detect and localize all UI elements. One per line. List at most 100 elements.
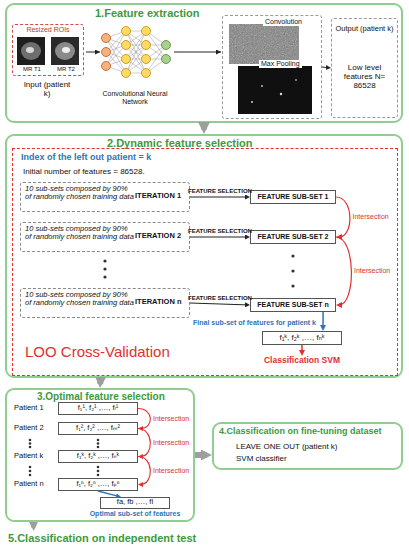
image-caption: MR T1 [17, 66, 47, 73]
mri-tissue [55, 42, 75, 60]
patient-name: Patient 1 [14, 404, 44, 413]
network-links [106, 31, 166, 73]
intersection-arrow [336, 237, 351, 305]
subset-name: FEATURE SUB-SET n [251, 301, 335, 309]
stage-arrow [31, 522, 36, 527]
neuron [102, 62, 111, 71]
ellipsis-dot [291, 284, 294, 287]
stage-arrow [97, 378, 103, 384]
ellipsis-dot [29, 442, 32, 445]
feature-count: Low level features N= 86528 [334, 63, 395, 91]
index-note: Index of the left out patient = k [21, 152, 151, 162]
neuron [122, 41, 131, 50]
ellipsis-dot [103, 275, 106, 278]
flow-arrow [190, 303, 248, 305]
loo-box: Index of the left out patient = k Initial… [12, 148, 398, 376]
iteration-name: ITERATION n [135, 298, 182, 307]
layer-name: Convolution [263, 18, 304, 26]
subset-box: FEATURE SUB-SET n [250, 298, 336, 312]
classifier-node: Classification SVM [262, 356, 342, 369]
stage-box: 3.Optimal feature selectionPatient 1f₁¹,… [5, 388, 195, 522]
stage-title: 1.Feature extraction [95, 7, 200, 20]
edge-label: Intersection [153, 415, 189, 423]
subset-note: 10 sub-sets composed by 90% of randomly … [25, 185, 135, 202]
ellipsis-dot [103, 267, 106, 270]
subset-note: 10 sub-sets composed by 90% of randomly … [25, 225, 135, 242]
loo-title: LOO Cross-Validation [25, 343, 170, 360]
intersection-arrow [336, 197, 350, 237]
patient-box: Patient 1f₁¹, f₂¹ ,…, fₗ¹ [58, 402, 138, 415]
neuron [122, 27, 131, 36]
mri-image [17, 37, 45, 65]
neuron [162, 41, 171, 50]
intersection-arrow [138, 429, 150, 457]
ellipsis-dot [97, 439, 100, 442]
ellipsis-dot [29, 466, 32, 469]
stage-node: 5.Classification on independent test [8, 531, 270, 547]
formula-box: Optimal sub-set of featuresfa, fb ,…, fl [100, 497, 170, 509]
iteration-name: ITERATION 1 [135, 192, 181, 201]
subset-box: FEATURE SUB-SET 2 [250, 230, 336, 244]
stage-title: 5.Classification on independent test [8, 532, 196, 545]
patient-name: Patient 2 [14, 424, 44, 433]
iteration-box: 10 sub-sets composed by 90% of randomly … [20, 182, 190, 212]
mri-lesion [26, 47, 34, 53]
ellipsis-dot [97, 442, 100, 445]
iteration-name: ITERATION 2 [135, 232, 181, 241]
flow-arrow [322, 67, 329, 69]
flow-arrow [174, 52, 221, 53]
edge-label: FEATURE SELECTION [188, 228, 252, 235]
intersection-arrow [138, 457, 150, 485]
flow-arrow [322, 312, 324, 328]
patient-box: Patient nf₁ⁿ, f₂ⁿ ,…, fₚⁿ [58, 478, 138, 491]
convolution-map [229, 24, 299, 64]
mri-tissue [21, 42, 41, 60]
method-name: LEAVE ONE OUT (patient k) [236, 442, 338, 451]
edge-label: Intersection [153, 467, 189, 475]
neuron [142, 27, 151, 36]
formula: f₁ⁿ, f₂ⁿ ,…, fₚⁿ [59, 480, 137, 489]
intersection-arrow [138, 409, 150, 429]
convolution-noise [229, 24, 299, 64]
edge-label: FEATURE SELECTION [188, 295, 252, 302]
ellipsis-dot [29, 439, 32, 442]
formula: f₁ᵏ, f₂ᵏ ,…, fₙᵏ [263, 333, 341, 342]
ellipsis-dot [97, 446, 100, 449]
ellipsis-dot [97, 466, 100, 469]
ellipsis-dot [97, 474, 100, 477]
stage-arrow [201, 123, 207, 130]
mri-image [51, 37, 79, 65]
stage-title: 3.Optimal feature selection [37, 391, 165, 403]
formula: fa, fb ,…, fl [101, 498, 169, 507]
layer-name: Max Pooling [259, 60, 302, 68]
formula-heading: Final sub-set of features for patient k [146, 319, 316, 327]
ellipsis-dot [103, 259, 106, 262]
subset-note: 10 sub-sets composed by 90% of randomly … [25, 291, 135, 308]
stage-box: 1.Feature extractionResized ROIsMR T1MR … [5, 3, 403, 123]
ellipsis-dot [291, 254, 294, 257]
feature-note: Initial number of features = 86528. [23, 167, 145, 176]
neuron [142, 55, 151, 64]
edge-label: Intersection [354, 267, 390, 275]
flow-arrow [190, 197, 248, 198]
ellipsis-dot [29, 470, 32, 473]
input-box: Resized ROIsMR T1MR T2 [12, 24, 84, 76]
flow-arrow [98, 491, 119, 496]
box-title: Resized ROIs [13, 26, 83, 34]
pooling-dot [295, 79, 297, 81]
classifier-name: Classification SVM [262, 356, 342, 366]
neuron [102, 48, 111, 57]
neuron [142, 41, 151, 50]
neuron [162, 55, 171, 64]
mri-lesion [62, 47, 70, 53]
network-label: Convolutional Neural Network [92, 90, 178, 106]
neuron [142, 69, 151, 78]
flow-arrow [301, 345, 303, 353]
stage-box: 4.Classification on fine-tuning datasetL… [212, 422, 403, 470]
formula: f₁ᵏ, f₂ᵏ ,…, fₙᵏ [59, 452, 137, 461]
input-label: Input (patient k) [22, 80, 72, 98]
iteration-box: 10 sub-sets composed by 90% of randomly … [20, 288, 190, 318]
stage-arrow [195, 452, 207, 458]
formula-heading: Optimal sub-set of features [81, 510, 189, 518]
pooling-dot [261, 85, 263, 87]
